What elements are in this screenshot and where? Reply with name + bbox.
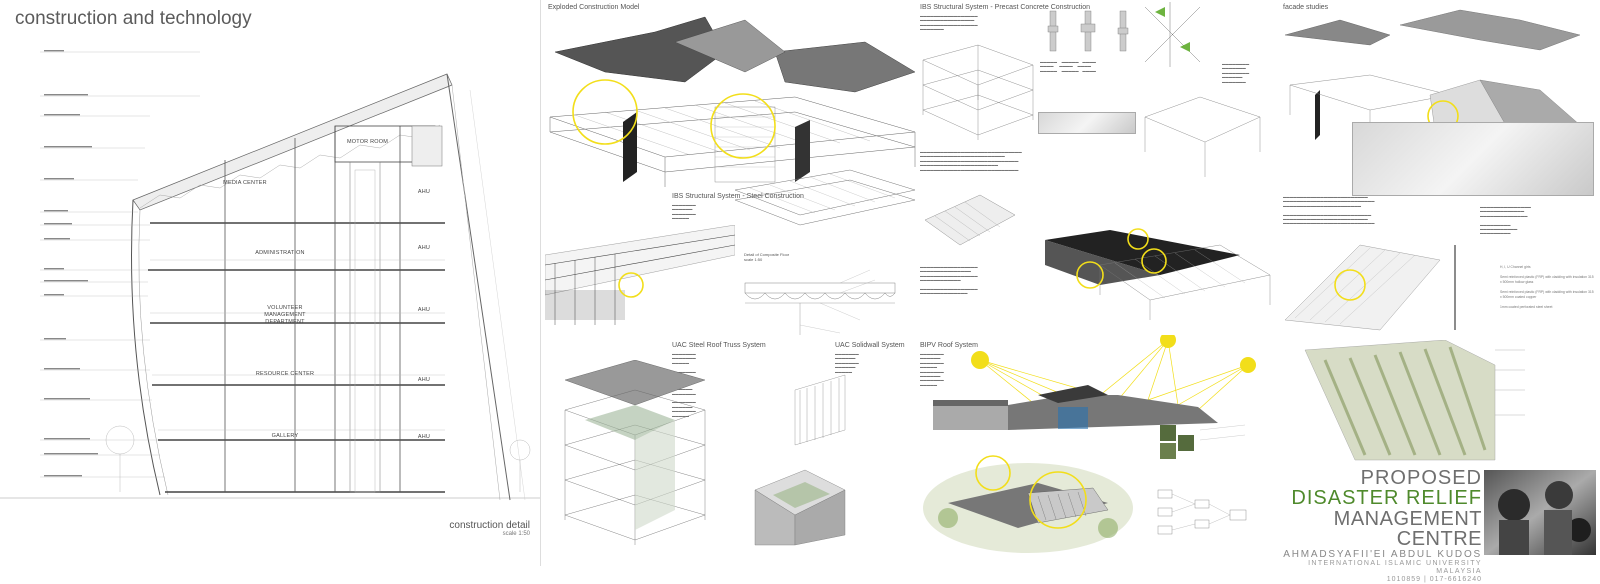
facade-side-text: ▬▬▬▬▬▬▬▬▬▬▬▬▬▬▬▬▬▬▬▬▬▬▬▬▬▬▬▬▬▬▬▬▬▬▬▬▬▬▬▬… <box>1480 205 1590 236</box>
facade-panel-detail <box>1284 244 1456 331</box>
construction-detail-title: construction detail <box>449 520 530 531</box>
precast-slab-drawing <box>924 194 1016 246</box>
roof-truss-perspective <box>545 225 735 325</box>
exploded-model-title: Exploded Construction Model <box>548 4 640 11</box>
composite-floor-title: Detail of Composite Floor scale 1:50 <box>744 252 789 262</box>
note-text: ▬▬▬▬▬▬▬▬▬▬▬▬▬▬▬▬▬▬▬▬▬▬▬▬▬▬▬▬▬▬▬▬▬▬▬▬▬▬▬▬… <box>920 265 978 296</box>
bipv-sun-diagram <box>933 335 1256 430</box>
legend-item: Semi reinforced plastic (FRP) with cladd… <box>1500 290 1594 299</box>
precast-body-text: ▬▬▬▬▬▬▬▬▬▬▬▬▬▬▬▬▬▬▬▬▬▬▬▬▬▬▬▬▬▬▬▬▬▬▬▬▬▬▬▬… <box>920 150 1135 172</box>
ahu-label: AHU <box>417 307 431 313</box>
precast-columns-drawing <box>1047 10 1129 52</box>
precast-intro: ▬▬▬▬▬▬▬▬▬▬▬▬▬▬▬▬▬▬▬▬▬▬▬▬▬▬▬▬▬▬▬▬▬▬▬▬▬▬▬▬… <box>920 14 1040 32</box>
note-text: ▬▬▬▬▬▬▬▬▬▬▬▬▬▬▬▬▬▬▬▬▬▬▬▬▬▬▬▬▬▬▬▬▬▬▬▬ <box>1222 62 1250 84</box>
note-text: ▬▬▬▬▬▬▬▬▬▬▬▬▬▬▬▬▬▬▬▬▬▬▬▬▬▬▬▬▬▬▬▬▬▬▬▬▬▬▬▬… <box>920 14 978 32</box>
children-photo <box>1484 470 1596 555</box>
steel-construction-title: IBS Structural System - Steel Constructi… <box>672 193 804 200</box>
ahu-label: AHU <box>417 245 431 251</box>
composite-floor-scale: scale 1:50 <box>744 257 763 262</box>
precast-title: IBS Structural System - Precast Concrete… <box>920 4 1091 11</box>
construction-detail-scale: scale 1:50 <box>502 531 530 537</box>
sheet-heading-text: construction and technology <box>15 8 252 29</box>
room-gallery: GALLERY <box>271 433 299 439</box>
facade-render-photo <box>1352 122 1594 196</box>
legend-item: 1mm coated perforated steel sheet <box>1500 305 1553 310</box>
room-media-center: MEDIA CENTER <box>223 180 267 186</box>
title-line-3: MANAGEMENT CENTRE <box>1333 508 1482 550</box>
column-divider <box>540 0 541 566</box>
note-text: ▬▬▬▬▬▬▬▬▬▬▬▬▬▬▬▬▬▬▬▬▬▬▬▬▬ <box>672 203 696 221</box>
precast-model-drawing <box>1045 228 1271 320</box>
steel-frame-drawing <box>734 169 916 226</box>
construction-detail-label: construction detail scale 1:50 <box>420 520 530 537</box>
exploded-model-drawing <box>549 16 916 187</box>
university-name: INTERNATIONAL ISLAMIC UNIVERSITY MALAYSI… <box>1308 560 1482 575</box>
precast-column-notes: ▬▬▬▬▬ ▬▬▬▬▬ ▬▬▬▬▬▬▬▬ ▬▬▬▬ ▬▬▬▬▬▬▬▬▬ ▬▬▬▬… <box>1040 60 1140 73</box>
room-motor-room: MOTOR ROOM <box>346 139 388 145</box>
solidwall-title: UAC Solidwall System <box>835 342 905 349</box>
room-volunteer-management: VOLUNTEER MANAGEMENT DEPARTMENT <box>264 305 306 325</box>
bipv-schematic-diagram <box>1157 489 1247 535</box>
note-text: ▬▬▬▬▬▬▬▬▬▬▬▬▬▬▬▬▬▬▬▬▬▬▬▬▬▬▬▬▬▬▬▬▬▬▬▬▬▬▬▬… <box>1283 195 1375 226</box>
note-text: ▬▬▬▬▬▬▬▬▬▬▬▬▬▬▬▬▬▬▬▬▬▬▬▬▬▬▬▬▬▬▬▬▬▬▬▬▬▬▬▬… <box>1480 205 1531 236</box>
room-resource-center: RESOURCE CENTER <box>255 371 315 377</box>
title-line-1: PROPOSED <box>1360 467 1482 489</box>
ahu-label: AHU <box>417 377 431 383</box>
contact-info: 1010859 | 017-6616240 <box>1386 576 1482 583</box>
facade-title: facade studies <box>1283 4 1329 11</box>
note-text: ▬▬▬▬▬▬▬▬▬▬▬▬▬▬▬▬▬▬▬▬▬▬▬▬▬▬▬▬▬▬▬ <box>835 352 859 374</box>
bipv-title: BIPV Roof System <box>920 342 978 349</box>
precast-connections-drawing <box>1144 2 1261 177</box>
bipv-notes: ▬▬▬▬▬▬▬▬▬▬▬▬▬▬▬▬▬▬▬▬▬▬▬▬▬▬▬▬▬▬▬▬▬▬▬▬▬▬▬▬… <box>920 352 970 387</box>
note-text: ▬▬▬▬▬▬▬▬▬▬▬▬▬▬▬▬▬▬▬▬▬▬▬▬▬▬▬▬▬▬▬▬▬▬▬▬▬▬▬▬… <box>920 150 1022 172</box>
precast-connection-notes: ▬▬▬▬▬▬▬▬▬▬▬▬▬▬▬▬▬▬▬▬▬▬▬▬▬▬▬▬▬▬▬▬▬▬▬▬ <box>1222 62 1274 84</box>
note-text: ▬▬▬▬▬▬▬▬▬▬▬▬▬▬▬▬▬▬▬▬▬▬▬▬▬▬▬▬▬▬▬▬▬▬▬▬▬▬▬▬… <box>920 352 944 387</box>
composite-floor-drawing <box>744 269 896 335</box>
facade-body-text: ▬▬▬▬▬▬▬▬▬▬▬▬▬▬▬▬▬▬▬▬▬▬▬▬▬▬▬▬▬▬▬▬▬▬▬▬▬▬▬▬… <box>1283 195 1473 226</box>
ahu-label: AHU <box>417 434 431 440</box>
facade-wall-render <box>1304 340 1525 461</box>
title-block: PROPOSED DISASTER RELIEF MANAGEMENT CENT… <box>1262 468 1482 584</box>
ahu-label: AHU <box>417 189 431 195</box>
sheet-heading: construction and technology <box>15 8 252 30</box>
precast-bottom-text: ▬▬▬▬▬▬▬▬▬▬▬▬▬▬▬▬▬▬▬▬▬▬▬▬▬▬▬▬▬▬▬▬▬▬▬▬▬▬▬▬… <box>920 265 1040 296</box>
building-section-drawing <box>0 50 540 501</box>
legend-item: Semi reinforced plastic (FRP) with cladd… <box>1500 275 1594 284</box>
facade-legend: H, I, U Channel girts Semi reinforced pl… <box>1500 265 1595 309</box>
bipv-site-render <box>923 455 1133 553</box>
precast-frame-drawing <box>922 44 1034 140</box>
author-name: AHMADSYAFII'EI ABDUL KUDOS <box>1283 549 1482 560</box>
roof-truss-title: UAC Steel Roof Truss System <box>672 342 766 349</box>
legend-item: H, I, U Channel girts <box>1500 265 1531 269</box>
roof-truss-axonometric <box>564 360 706 545</box>
title-line-2: DISASTER RELIEF <box>1291 487 1482 509</box>
solidwall-notes: ▬▬▬▬▬▬▬▬▬▬▬▬▬▬▬▬▬▬▬▬▬▬▬▬▬▬▬▬▬▬▬ <box>835 352 885 374</box>
bipv-panel-detail <box>1160 424 1246 459</box>
solidwall-drawing <box>754 374 846 546</box>
precast-photo <box>1038 112 1136 134</box>
facade-roof-drawing <box>1284 9 1581 51</box>
note-text: ▬▬▬▬▬ ▬▬▬▬▬ ▬▬▬▬▬▬▬▬ ▬▬▬▬ ▬▬▬▬▬▬▬▬▬ ▬▬▬▬… <box>1040 60 1096 73</box>
steel-construction-notes: ▬▬▬▬▬▬▬▬▬▬▬▬▬▬▬▬▬▬▬▬▬▬▬▬▬ <box>672 203 724 221</box>
composite-floor-heading: Detail of Composite Floor <box>744 252 790 257</box>
room-administration: ADMINISTRATION <box>255 250 305 256</box>
